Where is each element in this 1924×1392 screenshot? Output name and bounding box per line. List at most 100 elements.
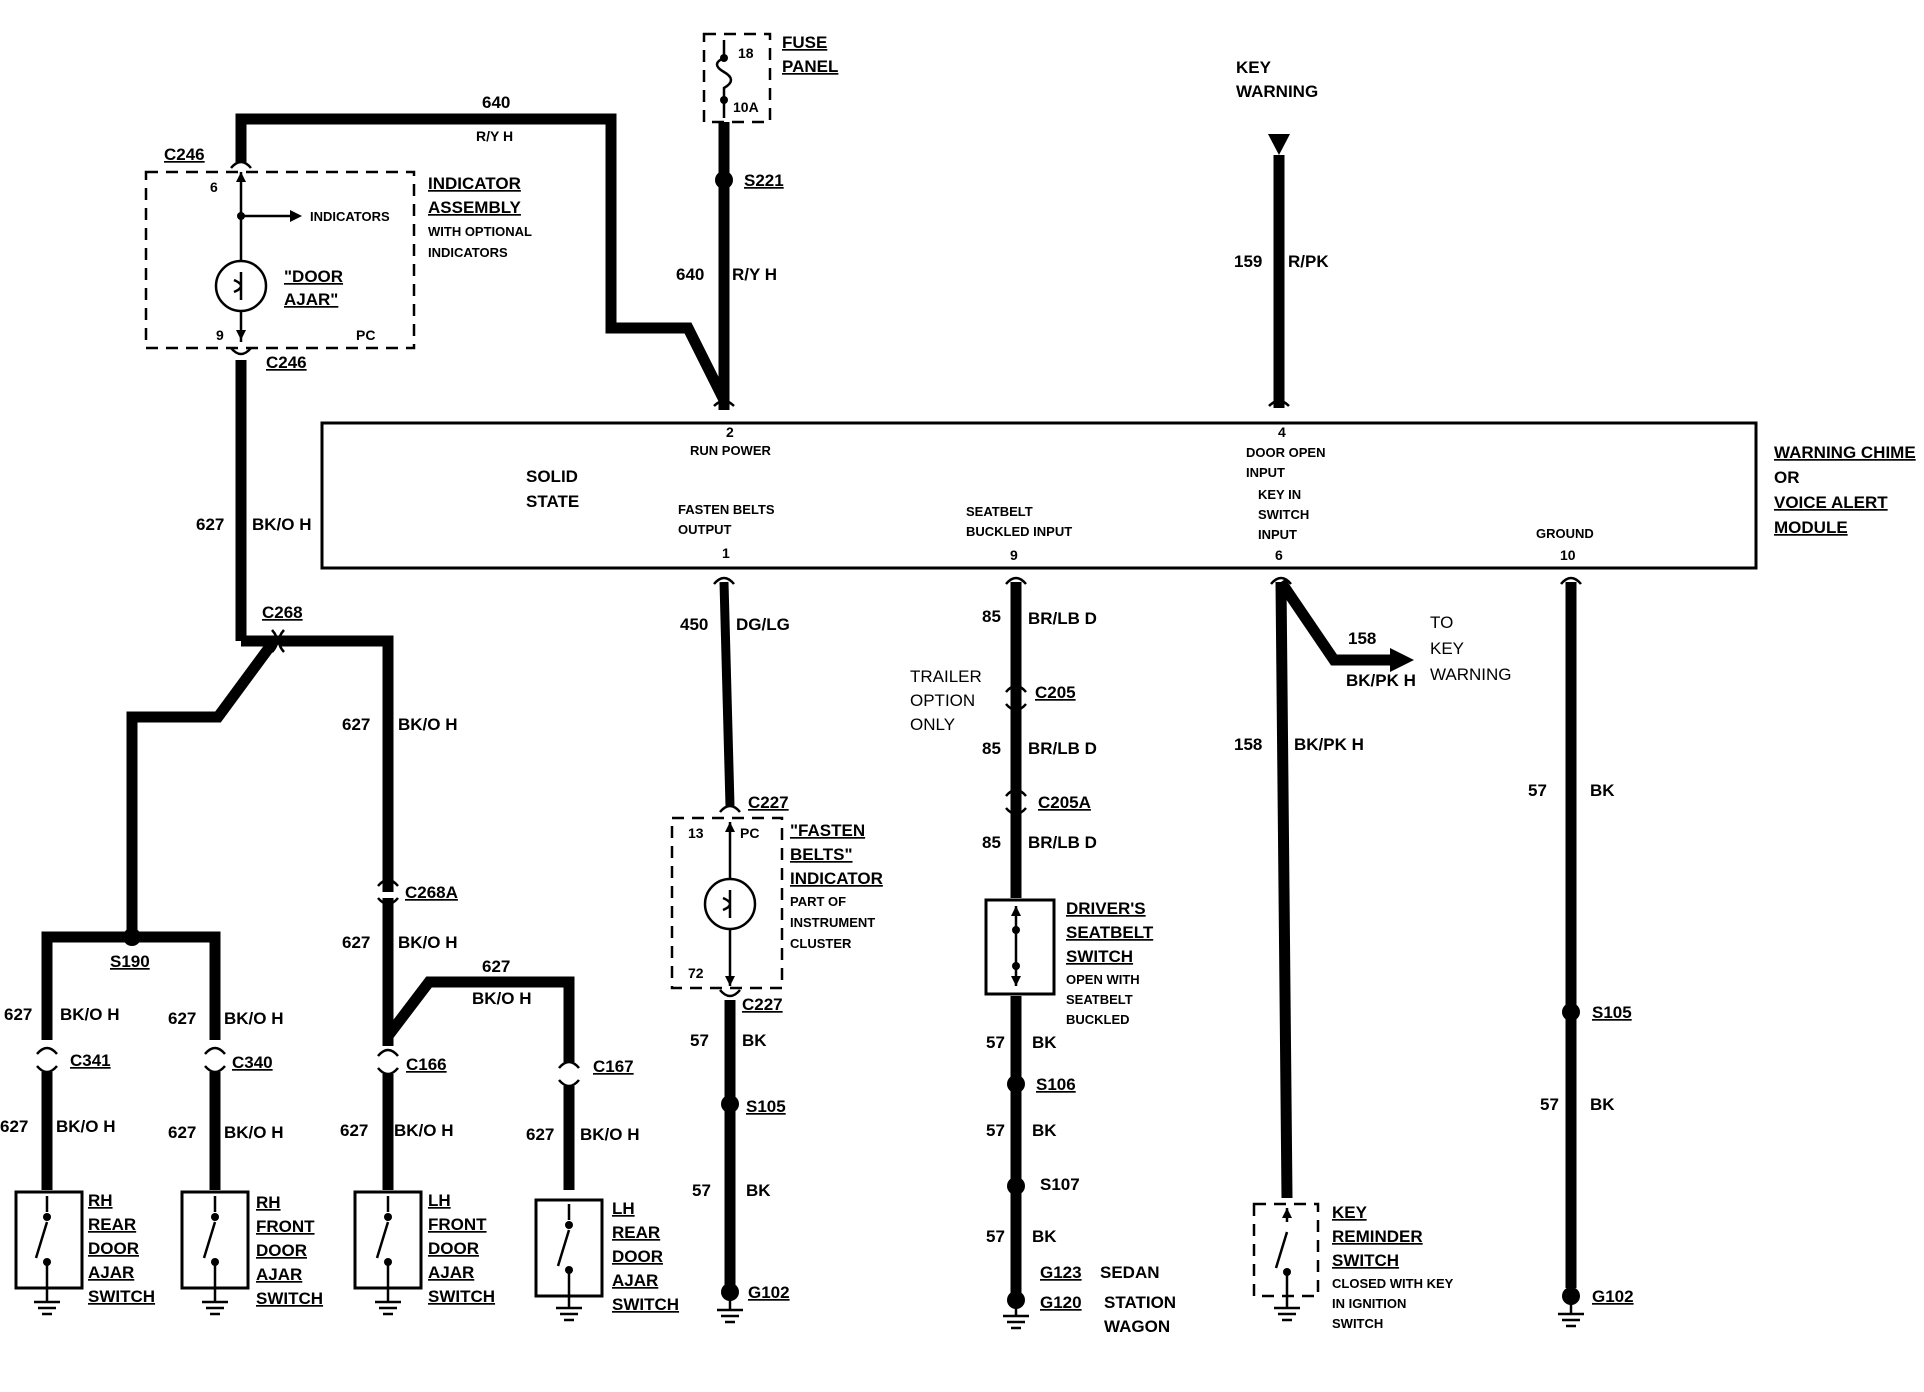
indicator-pc-label: PC <box>356 327 375 343</box>
c167-connector <box>558 1060 580 1088</box>
c246-bot-label: C246 <box>266 353 307 372</box>
wire-627-rh-rear-lo-circuit: 627 <box>0 1117 28 1136</box>
wire-627-c268a-color: BK/O H <box>398 933 458 952</box>
wire-640-mid-circuit: 640 <box>676 265 704 284</box>
wire-640-top-loop <box>235 113 730 410</box>
lh-front-switch-label: LH FRONT DOOR AJAR SWITCH <box>428 1191 495 1306</box>
c246-top-pin: 6 <box>210 179 218 195</box>
module-solid-state-label: SOLID STATE <box>526 467 583 511</box>
key-warning-arrow-icon <box>1268 134 1290 155</box>
rh-rear-switch-label: RH REAR DOOR AJAR SWITCH <box>88 1191 155 1306</box>
wire-57-sb-1-color: BK <box>1032 1033 1057 1052</box>
splice-s221-label: S221 <box>744 171 784 190</box>
splice-s107-dot <box>1007 1177 1025 1195</box>
c205-label: C205 <box>1035 683 1076 702</box>
pin4-label: DOOR OPEN INPUT <box>1246 445 1329 480</box>
fuse-panel-box <box>702 32 772 124</box>
c341-label: C341 <box>70 1051 111 1070</box>
pin4-number: 4 <box>1278 424 1286 440</box>
lh-rear-door-ajar-switch <box>534 1198 604 1322</box>
c227-pc: PC <box>740 825 759 841</box>
indicators-arrow-icon <box>290 210 302 222</box>
wire-640-top-color: R/Y H <box>476 128 513 144</box>
wire-627-c268-circuit: 627 <box>342 715 370 734</box>
pin2-number: 2 <box>726 424 734 440</box>
wire-450 <box>719 581 735 807</box>
wire-158-b-color: BK/PK H <box>1294 735 1364 754</box>
to-key-warning-label: TO KEY WARNING <box>1430 613 1512 684</box>
splice-s105-b-label: S105 <box>1592 1003 1632 1022</box>
c205a-label: C205A <box>1038 793 1091 812</box>
key-reminder-switch <box>1252 1202 1320 1322</box>
wire-57-sb-1-circuit: 57 <box>986 1033 1005 1052</box>
c227-bot-terminal <box>719 989 741 998</box>
pin9-label: SEATBELT BUCKLED INPUT <box>966 504 1072 539</box>
wire-640-top-circuit: 640 <box>482 93 510 112</box>
wire-57-gnd-1-color: BK <box>1590 781 1615 800</box>
wire-57-fb-2-circuit: 57 <box>692 1181 711 1200</box>
wire-57-sb-3-color: BK <box>1032 1227 1057 1246</box>
wire-627-left-color: BK/O H <box>252 515 312 534</box>
wire-158 <box>1275 581 1293 1199</box>
key-warning-top-label: KEY WARNING <box>1236 58 1318 101</box>
fasten-belts-note: PART OF INSTRUMENT CLUSTER <box>790 894 879 951</box>
seatbelt-switch-note: OPEN WITH SEATBELT BUCKLED <box>1066 972 1143 1027</box>
wire-627-lh-front-lo-circuit: 627 <box>340 1121 368 1140</box>
pin2-label: RUN POWER <box>690 443 772 458</box>
splice-s190-label: S190 <box>110 952 150 971</box>
wire-85-a-circuit: 85 <box>982 607 1001 626</box>
c166-label: C166 <box>406 1055 447 1074</box>
ground-g102-a-icon <box>717 1283 743 1324</box>
wire-57-fb-2-color: BK <box>746 1181 771 1200</box>
wire-627-c268-left <box>126 635 285 937</box>
wire-158-b-circuit: 158 <box>1234 735 1262 754</box>
ground-icon <box>1274 1296 1300 1322</box>
wire-57-fb-1-circuit: 57 <box>690 1031 709 1050</box>
c205a-connector <box>1005 788 1027 816</box>
rh-rear-door-ajar-switch <box>14 1190 84 1316</box>
indicator-assembly-box <box>144 170 416 350</box>
key-reminder-title: KEY REMINDER SWITCH <box>1332 1203 1427 1270</box>
wire-627-lh-rear <box>383 976 575 1062</box>
c166-connector <box>377 1048 399 1076</box>
wire-627-left-circuit: 627 <box>196 515 224 534</box>
ground-g102-b-icon <box>1558 1287 1584 1328</box>
wire-627-c268-color: BK/O H <box>398 715 458 734</box>
fuse-panel-title: FUSE PANEL <box>782 33 838 76</box>
ground-g120-note-2: WAGON <box>1104 1317 1170 1336</box>
c227-bot-label: C227 <box>742 995 783 1014</box>
wire-158-a-circuit: 158 <box>1348 629 1376 648</box>
splice-s107-label: S107 <box>1040 1175 1080 1194</box>
splice-s106-dot <box>1007 1075 1025 1093</box>
pin6-number: 6 <box>1275 547 1283 563</box>
pin9-number: 9 <box>1010 547 1018 563</box>
wire-85-c-circuit: 85 <box>982 833 1001 852</box>
ground-g102-a-label: G102 <box>748 1283 790 1302</box>
wire-85-b-color: BR/LB D <box>1028 739 1097 758</box>
wire-627-rh-front-up-circuit: 627 <box>168 1009 196 1028</box>
wire-627-c268-right <box>280 635 394 892</box>
splice-s105-a-dot <box>721 1095 739 1113</box>
indicator-assembly-note: WITH OPTIONAL INDICATORS <box>428 224 535 260</box>
c167-label: C167 <box>593 1057 634 1076</box>
wire-159-color: R/PK <box>1288 252 1329 271</box>
wire-450-circuit: 450 <box>680 615 708 634</box>
splice-s105-b-dot <box>1562 1003 1580 1021</box>
warning-chime-module-box <box>320 421 1758 570</box>
fuse-number: 18 <box>738 45 754 61</box>
wire-57-sb-2-circuit: 57 <box>986 1121 1005 1140</box>
c227-pin-top: 13 <box>688 825 704 841</box>
key-reminder-note: CLOSED WITH KEY IN IGNITION SWITCH <box>1332 1276 1457 1331</box>
lh-rear-switch-label: LH REAR DOOR AJAR SWITCH <box>612 1199 679 1314</box>
wire-627-rh-front-lo-color: BK/O H <box>224 1123 284 1142</box>
splice-s190-dot <box>123 928 141 946</box>
wire-627-lh-front-lo-color: BK/O H <box>394 1121 454 1140</box>
pin6-label: KEY IN SWITCH INPUT <box>1258 487 1313 542</box>
wire-159-circuit: 159 <box>1234 252 1262 271</box>
wire-627-rh-front-lo-circuit: 627 <box>168 1123 196 1142</box>
wire-57-sb-2-color: BK <box>1032 1121 1057 1140</box>
trailer-option-label: TRAILER OPTION ONLY <box>910 667 987 734</box>
ground-icon <box>202 1288 228 1316</box>
ground-icon <box>375 1288 401 1316</box>
wire-57-gnd-2-circuit: 57 <box>1540 1095 1559 1114</box>
